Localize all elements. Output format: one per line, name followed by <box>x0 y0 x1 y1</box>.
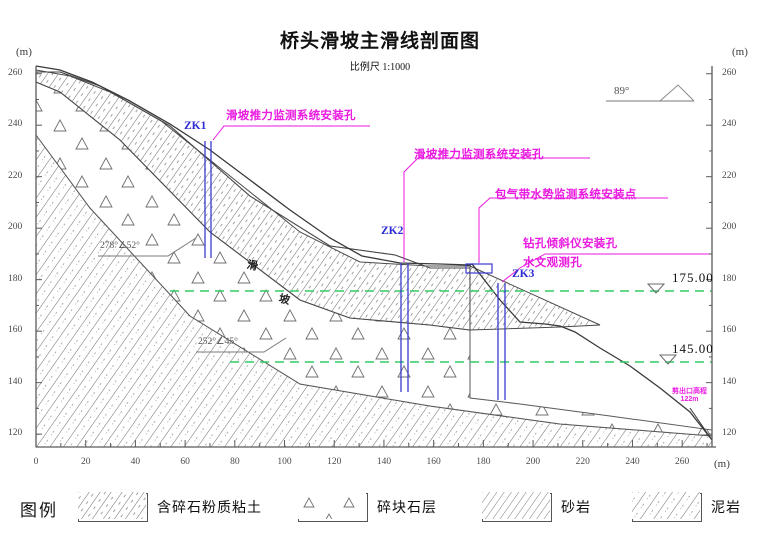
legend-label-mudstone: 泥岩 <box>711 501 741 516</box>
dip-annotation-3: 89° <box>614 85 630 97</box>
axis-tick-label: 240 <box>8 119 23 130</box>
callout-vadose-water-potential: 包气带水势监测系统安装点 <box>495 189 637 201</box>
x-axis-unit: (m) <box>714 458 730 470</box>
shear-outlet-value: 122m <box>680 396 699 403</box>
axis-tick-label: 260 <box>675 457 690 467</box>
axis-tick-label: 40 <box>130 457 141 467</box>
axis-tick-label: 80 <box>230 457 240 467</box>
axis-tick-label: 200 <box>722 222 737 233</box>
axis-tick-label: 120 <box>722 428 737 439</box>
axis-tick-label: 240 <box>722 119 737 130</box>
y-axis-unit-right: (m) <box>732 46 748 58</box>
shear-outlet-label: 剪出口高程 122m <box>672 388 707 404</box>
dip-annotation-1: 278°∠52° <box>100 241 140 251</box>
y-axis-unit-left: (m) <box>16 46 32 58</box>
legend-swatch-silt <box>78 492 148 522</box>
axis-tick-label: 160 <box>426 457 441 467</box>
borehole-zk2 <box>400 263 409 392</box>
axis-tick-label: 140 <box>376 457 392 467</box>
legend-swatch-mudstone <box>632 492 702 522</box>
axis-tick-label: 220 <box>575 457 590 467</box>
borehole-label-zk1: ZK1 <box>184 120 207 132</box>
page-title: 桥头滑坡主滑线剖面图 <box>279 31 480 52</box>
shear-outlet-title: 剪出口高程 <box>672 388 707 395</box>
borehole-zk3 <box>497 283 506 400</box>
callout-hydrology-hole: 水文观测孔 <box>523 257 582 269</box>
axis-tick-label: 180 <box>722 273 737 284</box>
axis-tick-label: 240 <box>625 457 640 467</box>
legend-title: 图例 <box>20 501 58 520</box>
axis-tick-label: 120 <box>327 457 342 467</box>
axis-tick-label: 260 <box>722 67 737 78</box>
legend-item-0: 含碎石粉质粘土 <box>78 492 262 522</box>
axis-tick-label: 160 <box>722 325 737 336</box>
legend-item-3: 泥岩 <box>632 492 741 522</box>
axis-tick-label: 60 <box>180 457 190 467</box>
legend-swatch-sandstone <box>482 492 552 522</box>
axis-tick-label: 200 <box>525 457 541 467</box>
legend-label-rock: 碎块石层 <box>377 501 437 516</box>
axis-tick-label: 260 <box>8 67 23 78</box>
callout-slip-thrust-2: 滑坡推力监测系统安装孔 <box>414 149 544 161</box>
legend-item-1: 碎块石层 <box>298 492 437 522</box>
water-level-label-175: 175.00 <box>672 270 714 285</box>
legend-label-silt: 含碎石粉质粘土 <box>157 501 262 516</box>
dip-annotation-2: 252°∠45° <box>198 337 238 347</box>
legend-label-sandstone: 砂岩 <box>561 501 591 516</box>
axis-tick-label: 220 <box>722 170 737 181</box>
axis-tick-label: 220 <box>8 170 23 181</box>
borehole-label-zk2: ZK2 <box>381 225 404 237</box>
axis-tick-label: 140 <box>8 376 23 387</box>
legend-item-2: 砂岩 <box>482 492 591 522</box>
callout-slip-thrust-1: 滑坡推力监测系统安装孔 <box>226 110 356 122</box>
borehole-zk1 <box>204 141 212 258</box>
axis-tick-label: 180 <box>8 273 23 284</box>
borehole-label-zk3: ZK3 <box>512 268 535 280</box>
axis-tick-label: 160 <box>8 325 23 336</box>
axis-tick-label: 0 <box>33 457 39 467</box>
axis-tick-label: 100 <box>277 457 292 467</box>
axis-tick-label: 200 <box>8 222 23 233</box>
axis-tick-label: 120 <box>8 428 23 439</box>
scale-note: 比例尺 1:1000 <box>349 62 411 73</box>
legend-swatch-rock <box>298 492 368 522</box>
axis-tick-label: 140 <box>722 376 737 387</box>
axis-tick-label: 20 <box>80 457 91 467</box>
axis-tick-label: 180 <box>476 457 491 467</box>
callout-inclinometer: 钻孔倾斜仪安装孔 <box>523 238 618 250</box>
vadose-monitoring-point <box>465 263 493 274</box>
water-level-label-145: 145.00 <box>672 341 714 356</box>
